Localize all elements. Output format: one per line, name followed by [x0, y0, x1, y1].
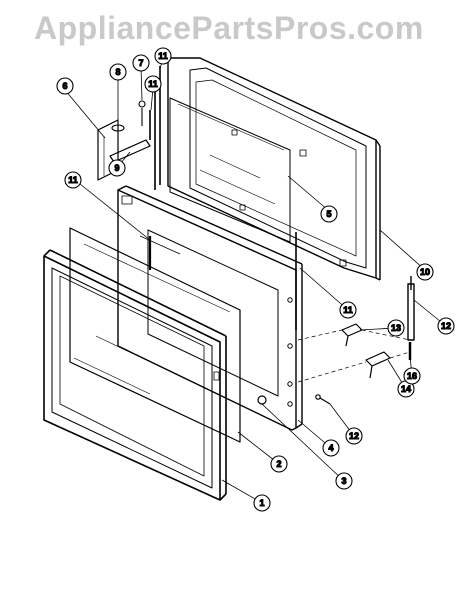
rear-door-panel [167, 57, 381, 281]
svg-text:9: 9 [114, 163, 119, 173]
callout-8: 8 [109, 63, 127, 81]
callout-9: 9 [108, 159, 126, 177]
svg-text:4: 4 [328, 443, 333, 453]
support-rods [154, 66, 297, 330]
svg-text:2: 2 [276, 459, 281, 469]
svg-text:11: 11 [148, 79, 158, 89]
callout-16: 16 [403, 367, 421, 385]
callout-10: 10 [416, 263, 434, 281]
outer-door-frame [43, 249, 227, 501]
svg-text:14: 14 [401, 384, 411, 394]
screw-and-washer [111, 100, 151, 140]
watermark: AppliancePartsPros.com [34, 10, 424, 46]
callout-6: 6 [56, 77, 74, 95]
callout-14: 13 [387, 319, 405, 337]
svg-text:16: 16 [407, 371, 417, 381]
callout-11-left: 11 [64, 171, 82, 189]
svg-text:11: 11 [158, 51, 168, 61]
middle-glass [69, 227, 241, 443]
svg-text:10: 10 [420, 267, 430, 277]
rod-and-spring [407, 276, 415, 360]
svg-text:7: 7 [138, 58, 143, 68]
svg-text:11: 11 [68, 175, 78, 185]
svg-text:6: 6 [62, 81, 67, 91]
svg-text:1: 1 [259, 498, 264, 508]
inner-door-frame [117, 185, 303, 431]
svg-text:12: 12 [349, 431, 359, 441]
callout-1: 1 [253, 494, 271, 512]
callout-11-upper: 11 [144, 75, 162, 93]
svg-text:11: 11 [343, 305, 353, 315]
callouts: 6 8 7 11 11 9 5 10 11 11 13 12 14 16 12 … [56, 47, 455, 512]
leader-lines [64, 59, 447, 504]
callout-4: 4 [322, 439, 340, 457]
callout-11-top: 11 [154, 47, 172, 65]
svg-text:8: 8 [115, 67, 120, 77]
svg-text:12: 12 [441, 321, 451, 331]
alignment-lines [297, 329, 411, 383]
screw-12 [315, 394, 331, 405]
callout-5: 5 [320, 205, 338, 223]
latch-brackets [341, 323, 391, 379]
callout-3: 3 [335, 472, 353, 490]
svg-text:5: 5 [326, 209, 331, 219]
svg-text:3: 3 [341, 476, 346, 486]
callout-2: 2 [270, 455, 288, 473]
callout-12: 12 [345, 427, 363, 445]
glass-panel [169, 97, 291, 243]
callout-11-right: 11 [339, 301, 357, 319]
callout-7: 7 [132, 54, 150, 72]
callout-13: 12 [437, 317, 455, 335]
svg-text:13: 13 [391, 323, 401, 333]
callout-15: 14 [397, 380, 415, 398]
